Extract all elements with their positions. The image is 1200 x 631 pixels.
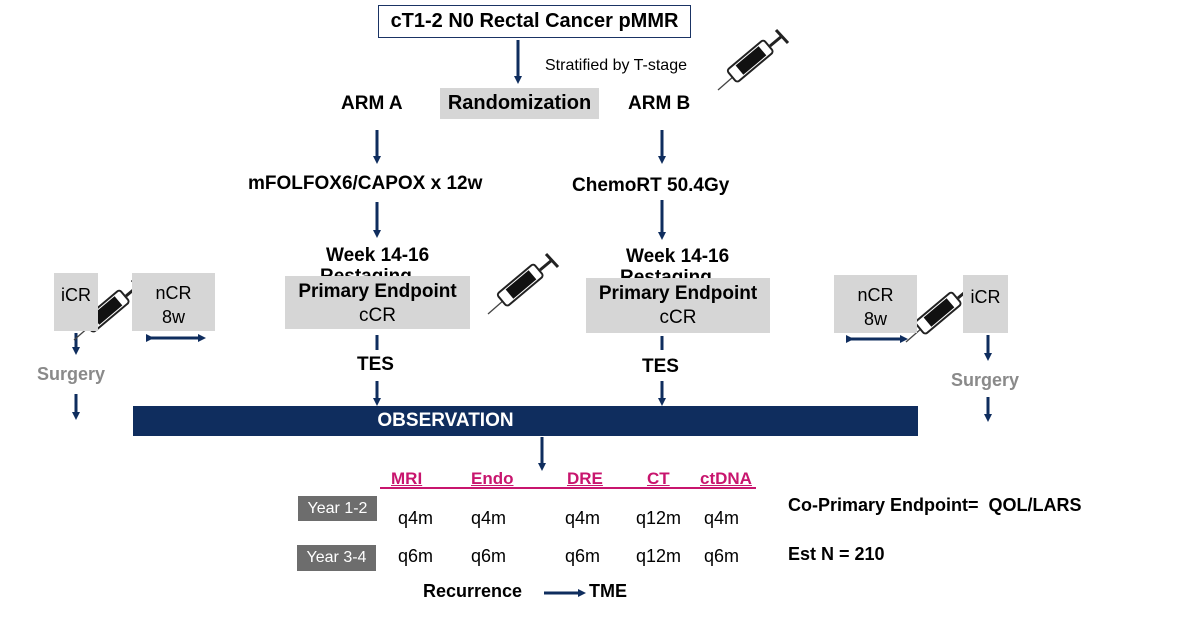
arm-b-treatment: ChemoRT 50.4Gy xyxy=(572,175,730,196)
y34-dre: q6m xyxy=(565,546,601,566)
title-text: cT1-2 N0 Rectal Cancer pMMR xyxy=(390,10,679,32)
left-icr-label: iCR xyxy=(61,285,91,305)
arm-b-tes: TES xyxy=(642,356,679,377)
arm-a-endpoint-title: Primary Endpoint xyxy=(298,281,457,302)
right-ncr-box: nCR 8w xyxy=(834,275,917,333)
test-header-ctdna: ctDNA xyxy=(700,469,752,488)
y12-endo: q4m xyxy=(471,508,507,528)
test-header-mri: MRI xyxy=(391,469,423,488)
y34-ctdna: q6m xyxy=(704,546,740,566)
test-header-endo: Endo xyxy=(471,469,514,488)
right-surgery-label: Surgery xyxy=(951,370,1020,390)
syringe-icon xyxy=(716,28,790,92)
y12-mri: q4m xyxy=(398,508,434,528)
y34-mri: q6m xyxy=(398,546,434,566)
arm-a-label: ARM A xyxy=(341,93,403,114)
arm-a-week: Week 14-16 xyxy=(326,245,430,266)
stratified-label: Stratified by T-stage xyxy=(545,57,687,74)
estimated-n: Est N = 210 xyxy=(788,544,885,564)
arm-a-endpoint-value: cCR xyxy=(359,305,396,326)
y34-ct: q12m xyxy=(636,546,682,566)
y12-ctdna: q4m xyxy=(704,508,740,528)
test-header-underline xyxy=(380,487,756,489)
randomization-text: Randomization xyxy=(447,92,592,114)
right-icr-label: iCR xyxy=(970,287,1001,307)
recurrence-label: Recurrence xyxy=(423,581,523,601)
arm-a-treatment: mFOLFOX6/CAPOX x 12w xyxy=(248,173,483,194)
arm-a-endpoint-box: Primary Endpoint cCR xyxy=(285,276,470,329)
right-ncr-time: 8w xyxy=(863,309,887,329)
year-3-4-badge: Year 3-4 xyxy=(297,545,376,571)
test-header-ct: CT xyxy=(647,469,670,488)
right-icr-box: iCR xyxy=(963,275,1008,333)
y12-ct: q12m xyxy=(636,508,682,528)
left-icr-box: iCR xyxy=(54,273,98,331)
year-3-4-label: Year 3-4 xyxy=(306,549,367,566)
left-ncr-label: nCR xyxy=(155,283,192,303)
arm-a-tes: TES xyxy=(357,354,394,375)
left-surgery-label: Surgery xyxy=(37,364,106,384)
syringe-icon xyxy=(486,252,560,316)
test-header-dre: DRE xyxy=(567,469,603,488)
randomization-box: Randomization xyxy=(440,88,599,119)
arm-b-endpoint-box: Primary Endpoint cCR xyxy=(586,278,770,333)
arm-b-endpoint-value: cCR xyxy=(659,307,697,328)
co-primary-endpoint: Co-Primary Endpoint= QOL/LARS xyxy=(788,495,1082,515)
year-1-2-label: Year 1-2 xyxy=(307,499,368,517)
y34-endo: q6m xyxy=(471,546,507,566)
observation-label: OBSERVATION xyxy=(377,410,514,431)
observation-bar: OBSERVATION xyxy=(133,406,918,436)
right-ncr-label: nCR xyxy=(857,285,894,305)
arm-b-label: ARM B xyxy=(628,93,691,114)
y12-dre: q4m xyxy=(565,508,601,528)
title-box: cT1-2 N0 Rectal Cancer pMMR xyxy=(378,5,691,38)
arm-b-week: Week 14-16 xyxy=(626,246,730,267)
left-ncr-time: 8w xyxy=(161,307,185,327)
year-1-2-badge: Year 1-2 xyxy=(298,496,377,521)
tme-label: TME xyxy=(589,581,627,601)
left-ncr-box: nCR 8w xyxy=(132,273,215,331)
arm-b-endpoint-title: Primary Endpoint xyxy=(598,283,758,304)
